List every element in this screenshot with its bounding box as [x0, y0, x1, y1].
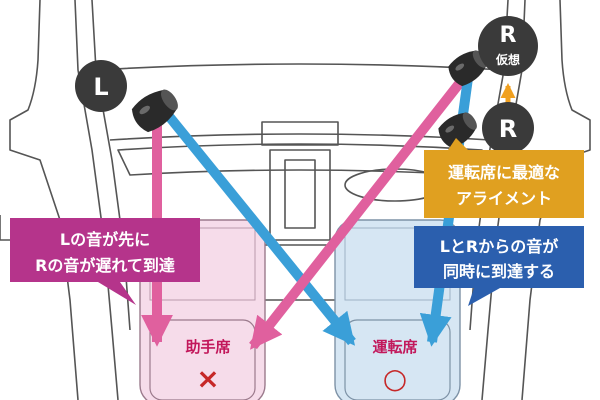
callout-passenger-note: Lの音が先に Rの音が遅れて到達	[10, 218, 200, 305]
driver-seat-labels: 運転席 ○	[372, 338, 417, 395]
driver-note-line2: 同時に到達する	[443, 262, 555, 281]
driver-seat-mark: ○	[383, 362, 407, 395]
passenger-note-line2: Rの音が遅れて到達	[35, 256, 175, 275]
driver-note-line1: LとRからの音が	[440, 237, 559, 256]
passenger-seat-label: 助手席	[185, 338, 230, 356]
right-speaker-actual	[438, 112, 477, 149]
callout-driver-note: LとRからの音が 同時に到達する	[414, 226, 584, 306]
arrow-right-to-passenger	[249, 76, 466, 350]
badge-left-label: L	[93, 73, 108, 101]
passenger-seat-labels: 助手席 ×	[185, 338, 230, 395]
alignment-line2: アライメント	[456, 189, 552, 208]
arrow-left-to-driver	[164, 111, 356, 346]
badge-right-label: R	[499, 115, 517, 143]
badge-right-virtual-letter: R	[500, 23, 517, 48]
callout-alignment: 運転席に最適な アライメント	[424, 138, 584, 218]
badge-left: L	[75, 60, 127, 112]
passenger-seat-mark: ×	[196, 362, 219, 395]
alignment-line1: 運転席に最適な	[448, 163, 560, 182]
badge-right-virtual-sub: 仮想	[495, 52, 520, 67]
badge-right-virtual: R 仮想	[478, 16, 538, 76]
badge-right: R	[482, 102, 534, 154]
passenger-note-line1: Lの音が先に	[60, 230, 150, 249]
left-speaker	[131, 89, 178, 133]
driver-seat-label: 運転席	[372, 338, 417, 356]
right-speaker-virtual	[448, 50, 487, 87]
